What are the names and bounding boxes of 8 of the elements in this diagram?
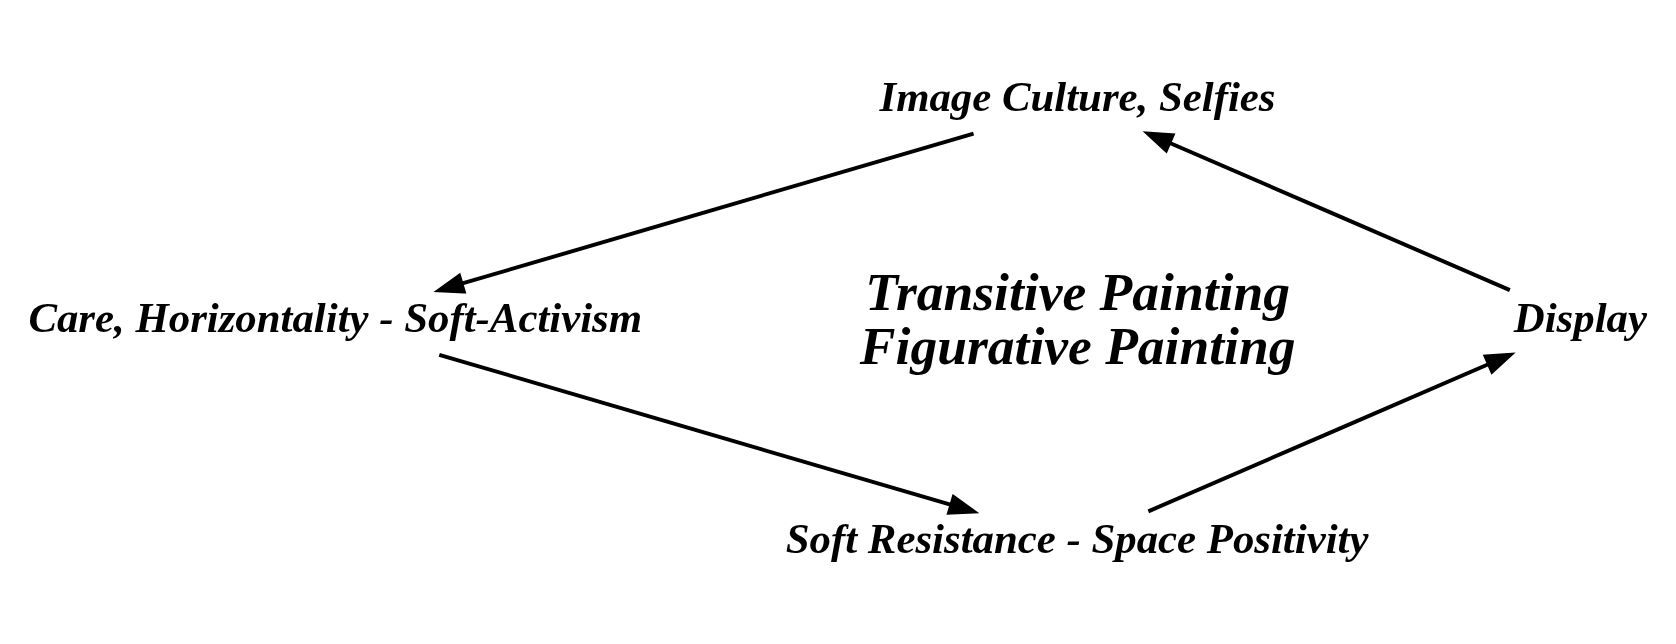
arrow — [438, 352, 980, 515]
node-text: Display — [1513, 293, 1647, 341]
node-text: Soft Resistance - Space Positivity — [785, 514, 1369, 562]
node-text: Care, Horizontality - Soft-Activism — [28, 293, 643, 341]
arrow — [1142, 130, 1511, 292]
arrow — [1147, 351, 1516, 513]
node-text: Image Culture, Selfies — [879, 72, 1276, 120]
arrow — [433, 131, 975, 294]
